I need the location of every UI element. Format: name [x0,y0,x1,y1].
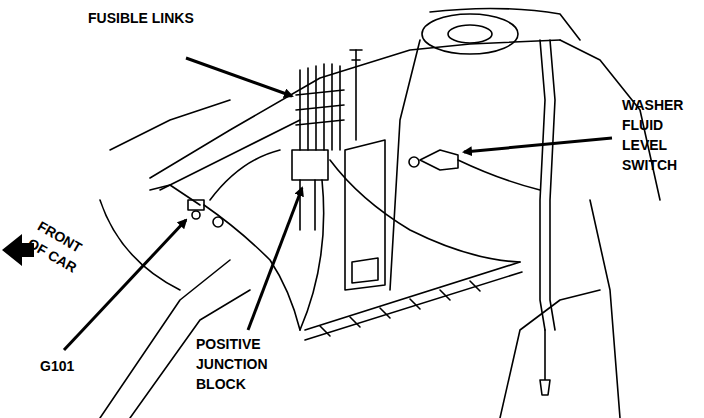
leader-arrow [248,188,302,330]
leader-arrow [186,58,292,96]
leader-arrow [464,138,612,152]
callout-label: G101 [40,356,100,376]
callout-label: WASHER FLUID LEVEL SWITCH [622,95,698,175]
callout-label: FUSIBLE LINKS [88,8,248,28]
callout-label: POSITIVE JUNCTION BLOCK [196,334,292,394]
callout-label: FRONT OF CAR [24,216,101,284]
